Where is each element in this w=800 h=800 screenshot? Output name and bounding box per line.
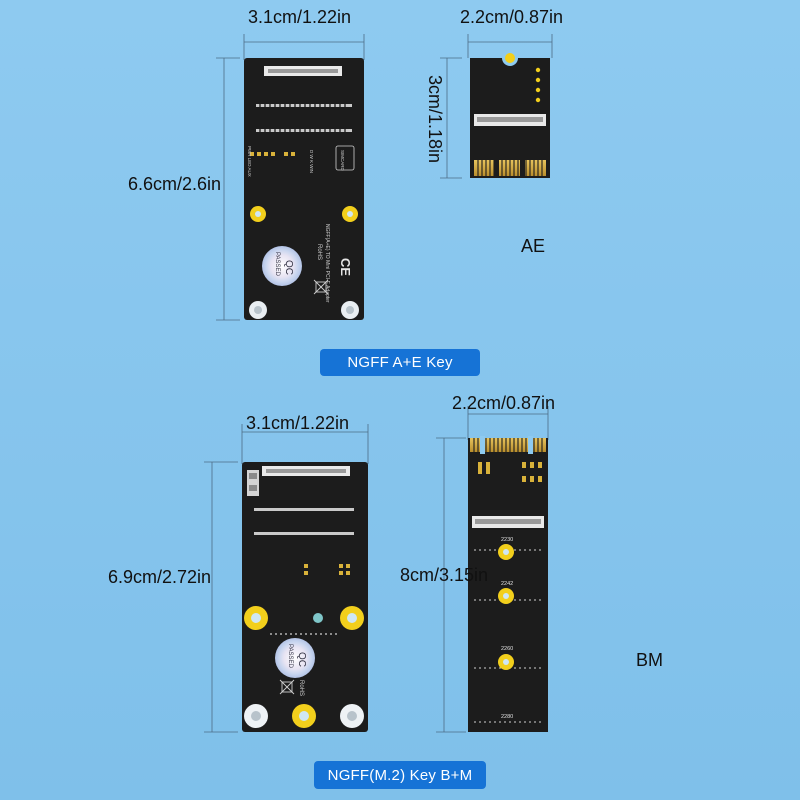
top-card-width-dimension (467, 34, 553, 58)
mount-label-2242: 2242 (501, 581, 513, 587)
top-board-led-labels: PWR LED AUX (247, 146, 252, 177)
mount-label-2280: 2280 (501, 714, 513, 720)
bottom-card-width-dimension (467, 406, 549, 440)
top-card-height-label: 3cm/1.18in (425, 74, 445, 164)
bottom-m2-card (468, 436, 548, 732)
top-adapter-height-dimension (216, 57, 240, 321)
top-card-height-dimension (440, 57, 462, 179)
top-rohs-label: RoHS (316, 244, 322, 260)
bottom-card-height-label: 8cm/3.15in (400, 565, 489, 585)
bottom-adapter-height-label: 6.9cm/2.72in (108, 567, 212, 587)
top-card-width-label: 2.2cm/0.87in (460, 7, 564, 27)
bottom-card-height-dimension (436, 437, 466, 733)
top-ce-mark: CE (338, 258, 353, 276)
bottom-rohs-label: RoHS (298, 680, 304, 696)
bottom-adapter-height-dimension (204, 461, 238, 733)
top-m2-card (470, 50, 550, 178)
top-adapter-width-label: 3.1cm/1.22in (248, 7, 352, 27)
top-key-badge: NGFF A+E Key (320, 349, 480, 376)
mount-label-2230: 2230 (501, 537, 513, 543)
bottom-adapter-width-label: 3.1cm/1.22in (246, 413, 350, 433)
bottom-qc-line1: QC (296, 652, 307, 667)
bottom-card-type-label: BM (636, 650, 663, 670)
top-qc-line1: QC (283, 260, 294, 275)
bottom-adapter-width-dimension (241, 424, 369, 464)
bottom-card-width-label: 2.2cm/0.87in (452, 393, 556, 413)
mount-label-2260: 2260 (501, 646, 513, 652)
top-qc-line2: PASSED (274, 252, 280, 277)
top-adapter-board (244, 58, 364, 320)
bottom-qc-line2: PASSED (287, 644, 293, 669)
top-adapter-height-label: 6.6cm/2.6in (128, 174, 222, 194)
top-board-text: NGFF(A+E) TO Mini PCI-E Adapter (324, 224, 330, 303)
bottom-adapter-board (242, 462, 368, 732)
top-adapter-width-dimension (243, 34, 365, 60)
bottom-key-badge: NGFF(M.2) Key B+M (314, 761, 486, 789)
top-board-header-labels: D W K WIN (309, 150, 314, 173)
top-card-type-label: AE (521, 236, 546, 256)
top-board-sim-label: SIMCARD (340, 150, 345, 172)
